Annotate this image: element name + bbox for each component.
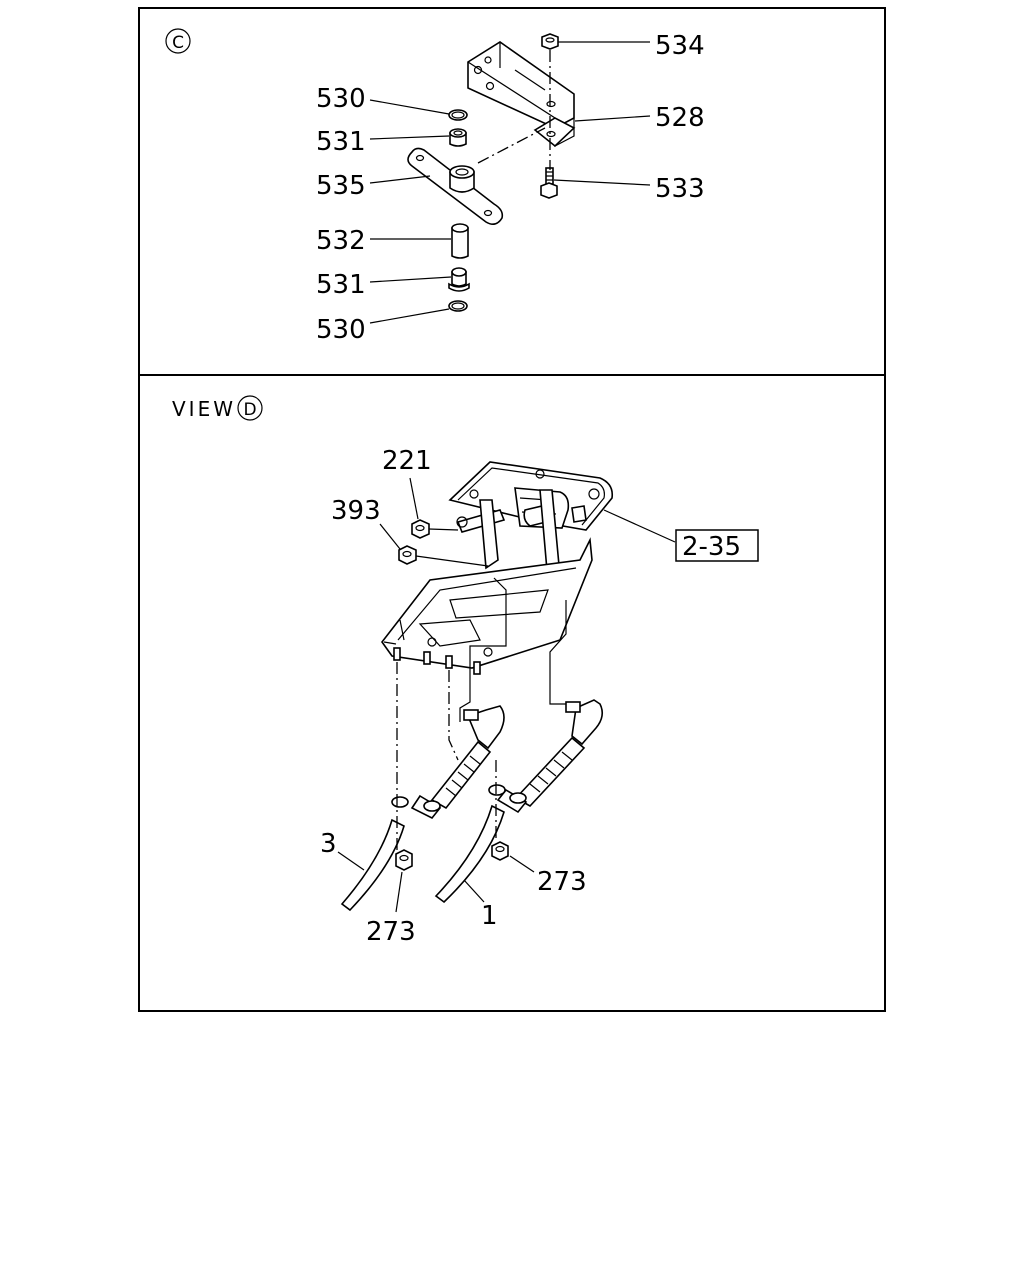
pipe-3 (340, 818, 405, 912)
collar-532 (451, 223, 469, 259)
label-531-bottom: 531 (316, 270, 366, 300)
nut-393 (398, 545, 489, 567)
panel-c: C (165, 28, 705, 345)
nut-273-right (491, 841, 509, 861)
svg-text:C: C (172, 33, 184, 53)
label-1: 1 (481, 901, 498, 931)
bolt-533 (540, 167, 558, 199)
washer-530-bottom (448, 300, 468, 312)
label-533: 533 (655, 174, 705, 204)
label-530-bottom: 530 (316, 315, 366, 345)
nut-273-left (395, 849, 413, 871)
panel-d: VIEW D (172, 395, 759, 947)
bushing-531-bottom (448, 267, 470, 292)
master-cylinder-right (488, 699, 604, 814)
master-cylinder-left (391, 705, 505, 820)
stud-set (393, 637, 493, 675)
diagram-frame (138, 7, 886, 1012)
label-3: 3 (320, 829, 337, 859)
panel-d-leader-lines (337, 477, 676, 913)
label-273-right: 273 (537, 867, 587, 897)
label-528: 528 (655, 103, 705, 133)
ref-2-35: 2-35 (675, 529, 759, 562)
label-535: 535 (316, 171, 366, 201)
nut-534 (541, 33, 559, 50)
label-221: 221 (382, 446, 432, 476)
bracket-528 (467, 41, 576, 148)
svg-text:D: D (243, 400, 256, 420)
label-273-left: 273 (366, 917, 416, 947)
axis-535-528 (477, 127, 546, 164)
label-393: 393 (331, 496, 381, 526)
lever-535 (407, 147, 504, 226)
pedal-bracket-assembly (381, 461, 614, 722)
nut-221 (411, 519, 459, 539)
axis-mid-stud (448, 670, 459, 761)
label-2-35: 2-35 (682, 532, 741, 562)
panel-c-marker: C (165, 28, 191, 54)
label-530-top: 530 (316, 84, 366, 114)
panel-d-marker: D (237, 395, 263, 421)
label-532: 532 (316, 226, 366, 256)
bushing-531-top (449, 128, 467, 147)
label-534: 534 (655, 31, 705, 61)
view-title: VIEW (172, 397, 236, 421)
panel-c-leader-lines (369, 41, 651, 324)
label-531-top: 531 (316, 127, 366, 157)
washer-530-top (448, 109, 468, 121)
